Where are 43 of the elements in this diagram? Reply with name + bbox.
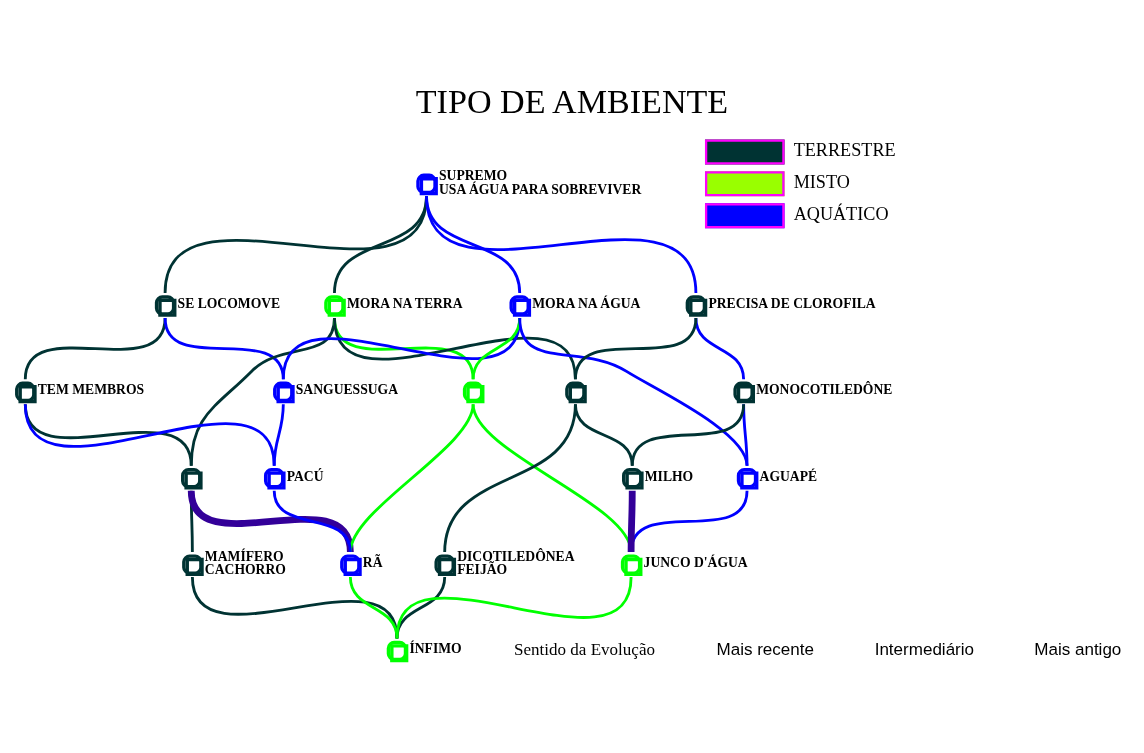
label: Mais antigo [1034, 639, 1122, 659]
connector [425, 196, 698, 294]
node-label: SE LOCOMOVE [177, 295, 281, 311]
connector [627, 490, 636, 553]
node-label: PRECISA DE CLOROFILA [708, 295, 876, 311]
label: Intermediário [874, 639, 975, 659]
connector [348, 576, 399, 639]
node-label: CACHORRO [204, 562, 286, 578]
node-label: MILHO [644, 468, 694, 484]
node-label: AGUAPÉ [759, 468, 818, 484]
connector [443, 404, 577, 553]
label: Mais recente [716, 639, 814, 659]
connector [272, 490, 352, 553]
connector [518, 317, 749, 466]
connector [574, 317, 698, 380]
legend-label: TERRESTRE [793, 140, 896, 161]
legend-label: AQUÁTICO [793, 203, 889, 224]
node-label: SANGUESSUGA [295, 382, 399, 398]
connector [395, 576, 633, 639]
node-label: MORA NA TERRA [346, 295, 463, 311]
node-label: MONOCOTILEDÔNE [756, 382, 893, 398]
node-label: JUNCO D'ÁGUA [643, 555, 748, 570]
diagram-title: TIPO DE AMBIENTE [415, 83, 729, 121]
connector [333, 317, 577, 380]
connector [395, 576, 447, 639]
connector [23, 404, 276, 466]
connector [190, 576, 399, 639]
connector [23, 317, 167, 380]
node-label: TEM MEMBROS [37, 382, 145, 398]
connector [630, 404, 746, 466]
node-label: RÃ [362, 555, 383, 570]
connector [629, 490, 749, 553]
connector [272, 404, 285, 466]
connector [694, 317, 746, 380]
node-label: ÍNFIMO [409, 641, 462, 657]
node-label: MAMÍFERO [204, 548, 284, 564]
node-label: USA ÁGUA PARA SOBREVIVER [439, 181, 642, 197]
node-label: MORA NA ÁGUA [532, 295, 641, 311]
node-label: PACÚ [286, 468, 324, 484]
node-label: FEIJÃO [457, 562, 508, 578]
node-label: DICOTILEDÔNEA [457, 548, 575, 564]
label: Sentido da Evolução [514, 639, 655, 659]
legend-label: MISTO [793, 172, 850, 193]
